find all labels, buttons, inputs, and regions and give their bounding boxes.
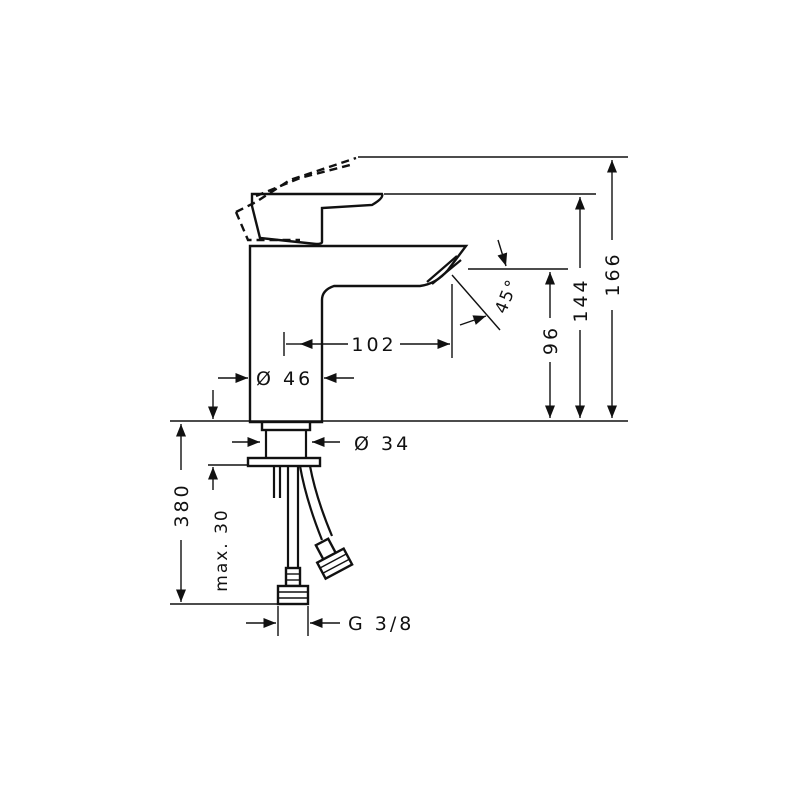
dim-thread-g38: G 3/8 (246, 606, 414, 636)
dim-reach-102: 102 (283, 284, 453, 358)
label-max-30: max. 30 (212, 508, 232, 591)
lever-handle (250, 192, 384, 246)
dim-max-30: max. 30 (207, 390, 232, 592)
mounting-shank (208, 420, 322, 468)
label-height-166: 166 (602, 251, 624, 296)
dim-angle-45: 45° (451, 239, 523, 331)
lever-open-position (234, 156, 357, 242)
label-height-96: 96 (540, 325, 562, 355)
faucet-body (248, 244, 469, 424)
supply-hoses (272, 465, 354, 606)
dim-length-380: 380 (170, 424, 280, 605)
dim-height-96: 96 (468, 268, 568, 418)
dim-diameter-34: Ø 34 (232, 433, 411, 455)
label-diameter-34: Ø 34 (354, 433, 411, 455)
label-reach-102: 102 (351, 334, 396, 356)
label-length-380: 380 (171, 482, 193, 527)
dim-height-166: 166 (358, 156, 628, 418)
label-angle-45: 45° (491, 276, 523, 317)
label-thread-g38: G 3/8 (348, 613, 414, 635)
dim-diameter-46: Ø 46 (218, 368, 354, 390)
label-diameter-46: Ø 46 (256, 368, 313, 390)
label-height-144: 144 (570, 277, 592, 322)
dim-height-144: 144 (384, 193, 596, 418)
